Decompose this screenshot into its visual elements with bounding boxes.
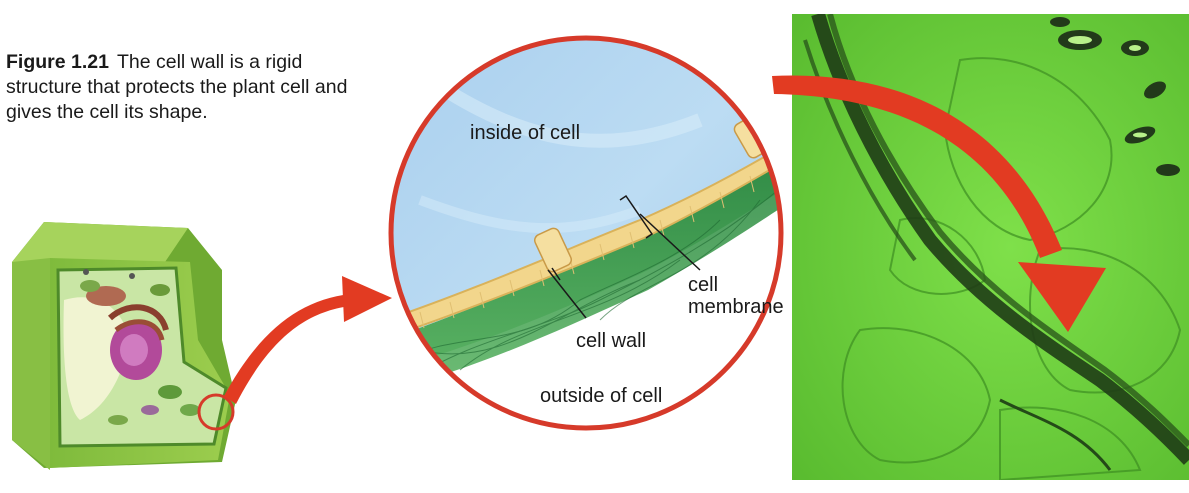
label-outside-of-cell: outside of cell [540,385,662,407]
label-cell-membrane-line2: membrane [688,296,784,318]
label-cell-wall: cell wall [576,330,646,352]
label-inside-of-cell: inside of cell [470,122,580,144]
plant-cell-illustration [12,222,236,470]
red-arrow-to-zoom [224,276,392,404]
label-cell-membrane: cell membrane [688,274,784,318]
label-cell-membrane-line1: cell [688,274,784,296]
